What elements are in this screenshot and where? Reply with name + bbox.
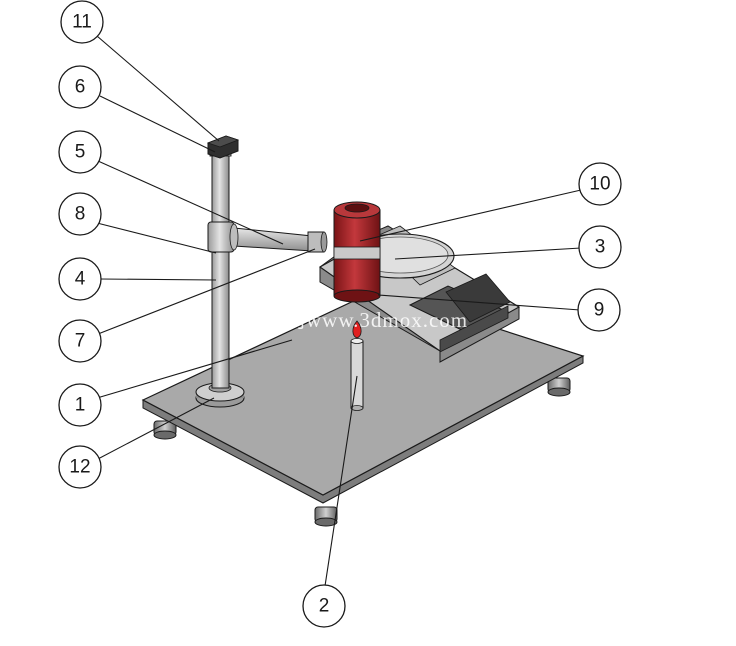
callout-4: 4	[58, 257, 102, 301]
callout-12: 12	[58, 445, 102, 489]
leader-2	[324, 375, 358, 587]
callout-5: 5	[58, 130, 102, 174]
tee-connector	[207, 221, 239, 253]
callout-1-label: 1	[75, 395, 86, 416]
vertical-pole	[195, 149, 245, 408]
callout-2: 2	[302, 584, 346, 628]
callout-9-label: 9	[594, 300, 605, 321]
leader-lines	[95, 35, 582, 587]
callout-5-label: 5	[75, 142, 86, 163]
flame-icon	[352, 320, 362, 339]
callout-7: 7	[58, 319, 102, 363]
leader-3	[394, 247, 582, 260]
leader-6	[99, 95, 216, 153]
callout-3-label: 3	[595, 237, 606, 258]
plate-foot-left	[153, 420, 177, 440]
callout-10: 10	[578, 162, 622, 206]
red-cylinder	[333, 201, 381, 303]
leader-10	[359, 189, 582, 242]
callout-3: 3	[578, 225, 622, 269]
callout-2-label: 2	[319, 596, 330, 617]
plate-foot-front	[314, 506, 338, 527]
candle	[350, 320, 364, 411]
callout-9: 9	[577, 288, 621, 332]
leader-9	[377, 294, 581, 311]
callout-1: 1	[58, 383, 102, 427]
leader-1	[96, 339, 293, 399]
watermark-text: 西网www.3dmox.com	[262, 308, 468, 332]
callout-6: 6	[58, 65, 102, 109]
callout-7-label: 7	[75, 331, 86, 352]
leader-4	[99, 278, 217, 281]
callout-6-label: 6	[75, 77, 86, 98]
callout-8-label: 8	[75, 204, 86, 225]
callout-4-label: 4	[75, 269, 86, 290]
callout-11-label: 11	[72, 12, 92, 33]
callout-11: 11	[60, 0, 104, 44]
leader-11	[96, 35, 220, 142]
sensor-block	[206, 135, 240, 159]
leader-8	[96, 222, 217, 254]
callout-12-label: 12	[69, 457, 90, 478]
leader-5	[97, 160, 284, 245]
plate-foot-right	[547, 377, 571, 397]
leader-7	[97, 248, 316, 335]
leader-12	[95, 397, 215, 461]
callout-8: 8	[58, 192, 102, 236]
horizontal-arm	[233, 227, 328, 253]
callout-10-label: 10	[589, 174, 610, 195]
